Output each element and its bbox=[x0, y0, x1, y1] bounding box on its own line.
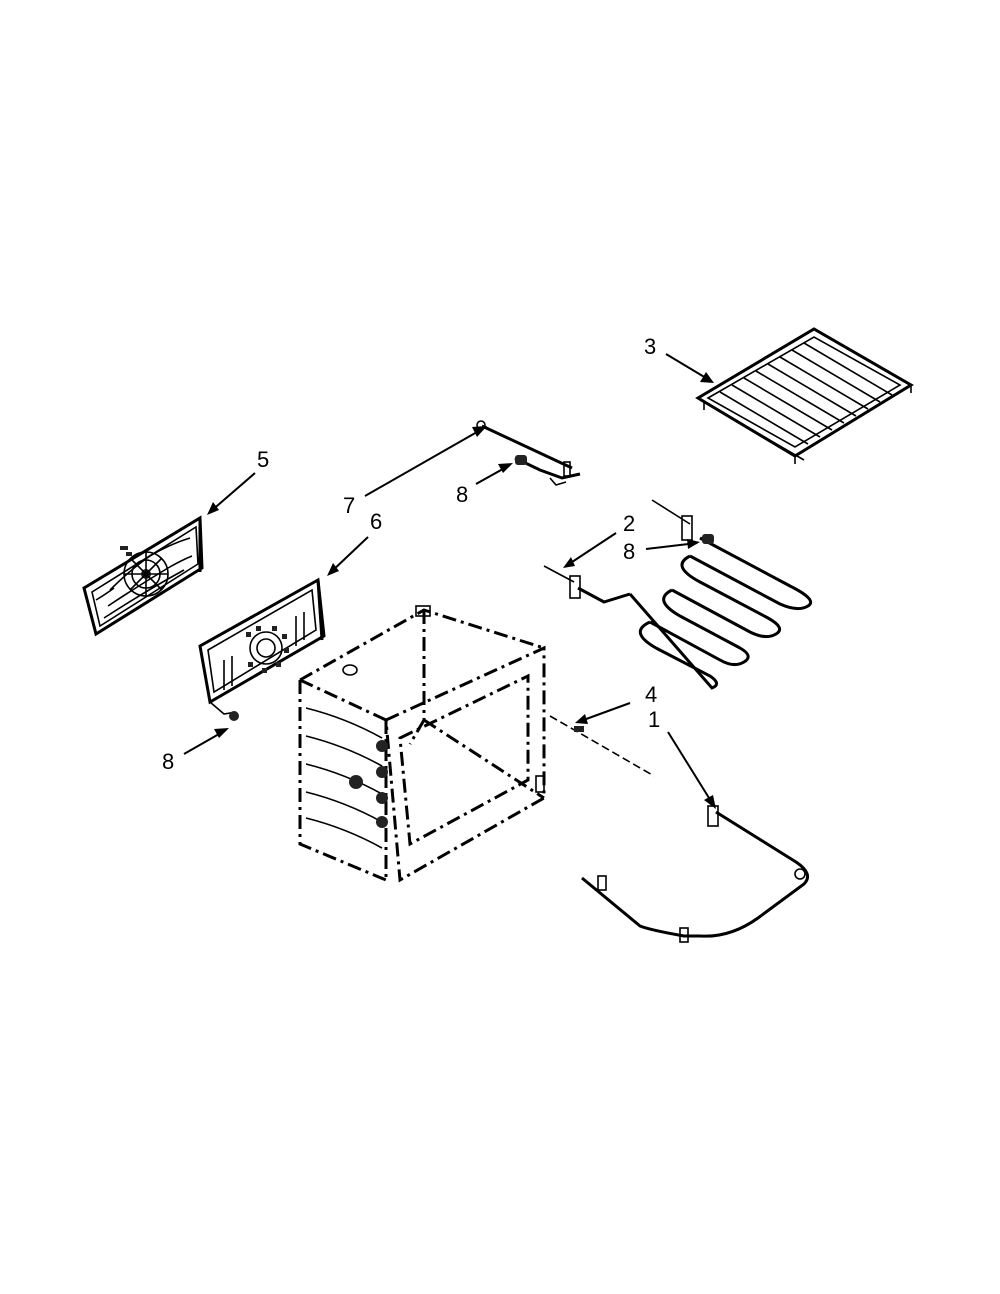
callout-5: 5 bbox=[257, 447, 269, 472]
callout-8-sensor: 8 bbox=[456, 482, 468, 507]
callout-7: 7 bbox=[343, 493, 355, 518]
light-socket bbox=[549, 715, 655, 777]
broil-element-wire bbox=[581, 805, 810, 943]
callout-3: 3 bbox=[644, 334, 656, 359]
callout-arrows bbox=[183, 353, 716, 809]
callout-6: 6 bbox=[370, 509, 382, 534]
callout-2: 2 bbox=[623, 511, 635, 536]
temperature-sensor bbox=[476, 420, 581, 486]
callout-8-element: 8 bbox=[623, 539, 635, 564]
convection-fan-assembly bbox=[82, 515, 204, 637]
oven-rack bbox=[695, 327, 914, 464]
callout-labels: 1 2 3 4 5 6 7 8 8 8 bbox=[162, 334, 660, 774]
fan-cover bbox=[198, 577, 326, 721]
oven-cavity bbox=[298, 605, 546, 883]
bake-element bbox=[543, 499, 813, 690]
callout-4: 4 bbox=[645, 682, 657, 707]
callout-8-fan: 8 bbox=[162, 749, 174, 774]
callout-1: 1 bbox=[648, 707, 660, 732]
